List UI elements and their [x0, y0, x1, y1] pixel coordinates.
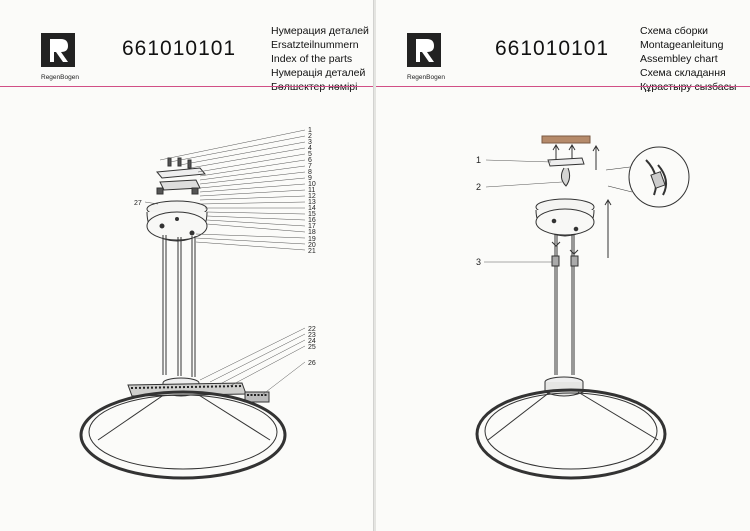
callout-23: 23 [308, 332, 316, 339]
callout-1: 1 [308, 127, 312, 134]
callout-5: 5 [308, 151, 312, 158]
callout-17: 17 [308, 223, 316, 230]
step-callout-1: 1 [476, 155, 481, 165]
brand-logo [407, 33, 441, 67]
title-de: Montageanleitung [640, 39, 724, 51]
callout-11: 11 [308, 187, 315, 194]
step-callout-2: 2 [476, 182, 481, 192]
brand-logo [41, 33, 75, 67]
title-kk: Бөлшектер нөмірі [271, 81, 358, 93]
callout-27: 27 [134, 200, 142, 207]
callout-2: 2 [308, 133, 312, 140]
article-number: 661010101 [122, 37, 237, 60]
callout-16: 16 [308, 217, 316, 224]
step-callout-3: 3 [476, 257, 481, 267]
title-uk: Схема складання [640, 67, 726, 79]
parts-index-page: RegenBogen 661010101 Нумерация деталей E… [0, 0, 374, 531]
callout-25: 25 [308, 344, 316, 351]
page-title-block: Схема сборки Montageanleitung Assembley … [640, 24, 736, 94]
article-number: 661010101 [495, 37, 610, 60]
page-fold [373, 0, 377, 531]
logo-mark-icon [50, 39, 68, 62]
callout-15: 15 [308, 211, 316, 218]
title-en: Index of the parts [271, 53, 353, 65]
title-ru: Нумерация деталей [271, 25, 369, 37]
title-ru: Схема сборки [640, 25, 708, 37]
callout-9: 9 [308, 175, 312, 182]
callout-24: 24 [308, 338, 316, 345]
callout-18: 18 [308, 229, 316, 236]
header-divider [0, 86, 374, 87]
callout-22: 22 [308, 326, 316, 333]
callout-12: 12 [308, 193, 316, 200]
title-kk: Құрастыру сызбасы [640, 81, 737, 93]
callout-7: 7 [308, 163, 312, 170]
callout-13: 13 [308, 199, 316, 206]
page-title-block: Нумерация деталей Ersatzteilnummern Inde… [271, 24, 369, 94]
brand-name: RegenBogen [407, 74, 445, 81]
callout-19: 19 [308, 236, 316, 243]
brand-name: RegenBogen [41, 74, 79, 81]
title-uk: Нумерація деталей [271, 67, 366, 79]
callout-14: 14 [308, 205, 316, 212]
callout-21: 21 [308, 248, 316, 255]
callout-3: 3 [308, 139, 312, 146]
callout-8: 8 [308, 169, 312, 176]
assembly-drawing: 1 2 3 [475, 135, 690, 480]
assembly-chart-page: RegenBogen 661010101 Схема сборки Montag… [376, 0, 750, 531]
title-en: Assembley chart [640, 53, 718, 65]
callout-6: 6 [308, 157, 312, 164]
callout-26: 26 [308, 360, 316, 367]
title-de: Ersatzteilnummern [271, 39, 359, 51]
logo-mark-icon [416, 39, 434, 62]
callout-20: 20 [308, 242, 316, 249]
header-divider [376, 86, 750, 87]
exploded-view-drawing: 1 2 3 4 5 6 7 8 9 10 11 12 13 14 15 16 1… [79, 127, 316, 480]
callout-4: 4 [308, 145, 312, 152]
callout-10: 10 [308, 181, 316, 188]
